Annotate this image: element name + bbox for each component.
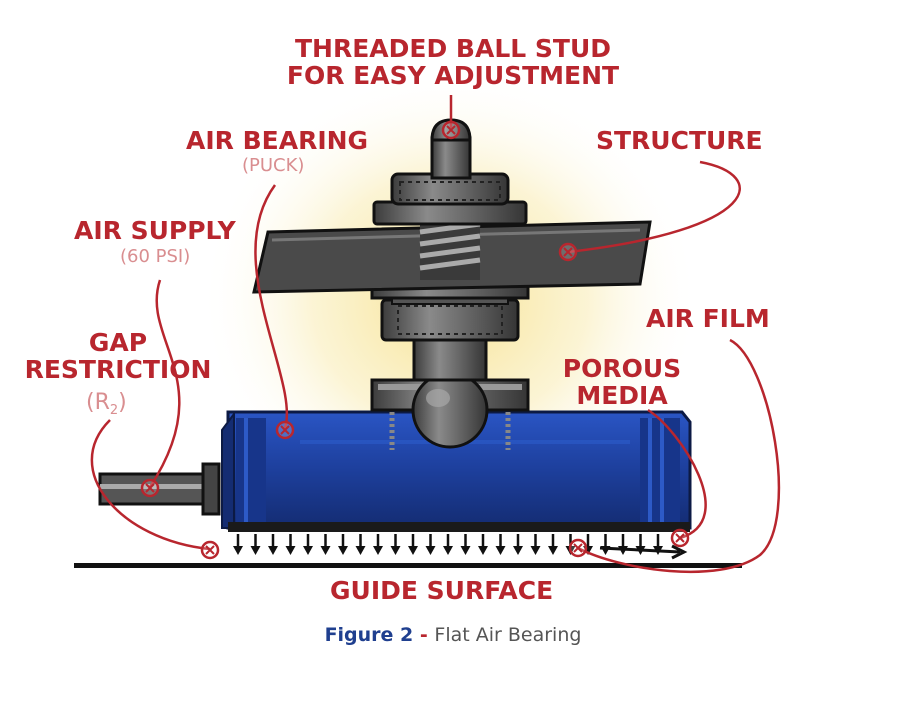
arrow-down-icon — [303, 546, 313, 555]
label-air-supply: AIR SUPPLY — [74, 216, 236, 245]
caption-figure-number: Figure 2 — [324, 624, 414, 646]
label-structure: STRUCTURE — [596, 126, 763, 155]
arrow-down-icon — [513, 546, 523, 555]
threaded-ball-stud-line2: FOR EASY ADJUSTMENT — [286, 61, 620, 90]
arrow-down-icon — [268, 546, 278, 555]
label-gap-restriction-sub: (R2) — [86, 390, 127, 418]
label-guide-surface: GUIDE SURFACE — [330, 576, 554, 605]
arrow-down-icon — [443, 546, 453, 555]
label-threaded-ball-stud: THREADED BALL STUD FOR EASY ADJUSTMENT — [270, 36, 636, 88]
gap-restriction-line1: GAP — [88, 328, 148, 357]
callout-markers — [140, 120, 690, 560]
circle-x-icon — [558, 242, 578, 262]
circle-x-icon — [275, 420, 295, 440]
arrow-down-icon — [460, 546, 471, 555]
upper-nut — [372, 172, 528, 226]
gap-restriction-line2: RESTRICTION — [24, 355, 212, 384]
label-air-bearing: AIR BEARING — [186, 126, 369, 155]
arrow-down-icon — [338, 546, 348, 555]
arrow-down-icon — [548, 546, 558, 555]
label-air-supply-sub: (60 PSI) — [120, 246, 191, 267]
stud-column — [370, 282, 530, 382]
air-film-arrows — [233, 534, 663, 555]
label-gap-restriction: GAP RESTRICTION — [16, 330, 220, 382]
caption-title: Flat Air Bearing — [434, 624, 582, 646]
label-air-film: AIR FILM — [646, 304, 770, 333]
gap-sub-open: (R — [86, 390, 110, 415]
arrow-down-icon — [355, 546, 366, 555]
arrow-down-icon — [233, 546, 243, 555]
arrow-down-icon — [478, 546, 488, 555]
caption-separator: - — [413, 624, 435, 646]
circle-x-icon — [670, 528, 690, 548]
arrow-down-icon — [250, 546, 261, 555]
arrow-down-icon — [390, 546, 401, 555]
circle-x-icon — [200, 540, 220, 560]
arrow-down-icon — [425, 546, 436, 555]
gap-sub-close: ) — [118, 390, 127, 415]
ball-joint — [411, 371, 489, 449]
label-porous-media: POROUS MEDIA — [552, 356, 692, 408]
circle-x-icon — [568, 538, 588, 558]
arrow-down-icon — [285, 546, 296, 555]
figure-caption: Figure 2 - Flat Air Bearing — [0, 624, 906, 646]
arrow-down-icon — [530, 546, 541, 555]
arrow-down-icon — [408, 546, 418, 555]
guide-surface-line — [74, 563, 742, 568]
air-bearing-puck — [221, 410, 692, 532]
label-air-bearing-sub: (PUCK) — [242, 155, 305, 176]
threaded-ball-stud — [430, 118, 472, 180]
porous-media-line1: POROUS — [562, 354, 682, 383]
callout-lines — [90, 95, 781, 574]
arrow-down-icon — [320, 546, 331, 555]
circle-x-icon — [441, 120, 461, 140]
porous-media-line2: MEDIA — [576, 381, 668, 410]
threaded-ball-stud-line1: THREADED BALL STUD — [294, 34, 611, 63]
arrow-down-icon — [495, 546, 506, 555]
gap-sub-index: 2 — [109, 403, 119, 418]
air-film-direction-arrow — [599, 544, 688, 560]
arrow-down-icon — [373, 546, 383, 555]
circle-x-icon — [140, 478, 160, 498]
